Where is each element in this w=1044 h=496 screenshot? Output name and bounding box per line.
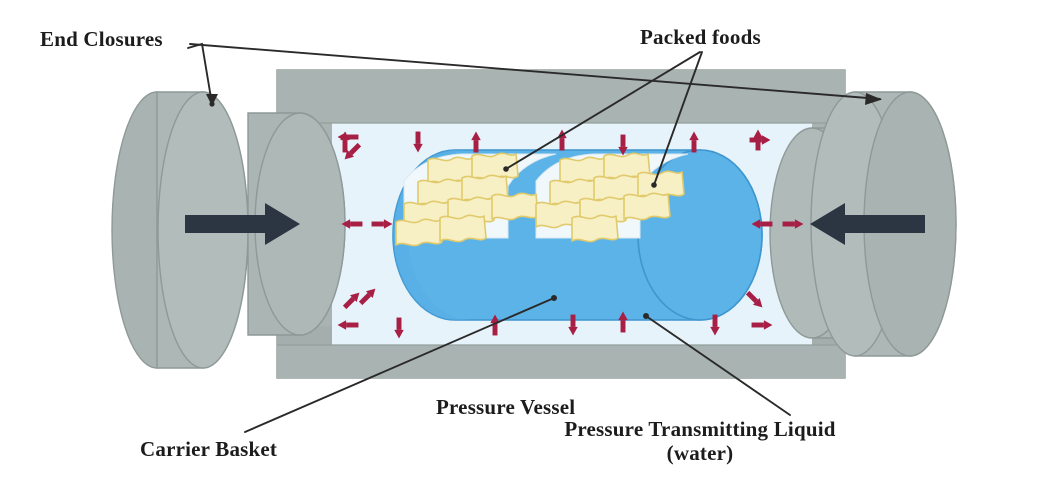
label-end-closures: End Closures [40, 27, 163, 51]
packed-foods [395, 152, 689, 247]
label-pressure-vessel: Pressure Vessel [436, 395, 576, 419]
vessel-bore-edges [277, 70, 845, 378]
leader-lines [187, 42, 882, 433]
label-carrier-basket: Carrier Basket [140, 437, 278, 461]
thrust-arrow-right [810, 203, 925, 245]
label-ptl-line2: (water) [666, 440, 734, 465]
label-ptl-line1: Pressure Transmitting Liquid [564, 417, 836, 441]
thrust-arrow-left [185, 203, 300, 245]
label-packed-foods: Packed foods [640, 25, 761, 49]
label-pressure-transmitting-liquid: Pressure Transmitting Liquid (water) [564, 417, 836, 465]
